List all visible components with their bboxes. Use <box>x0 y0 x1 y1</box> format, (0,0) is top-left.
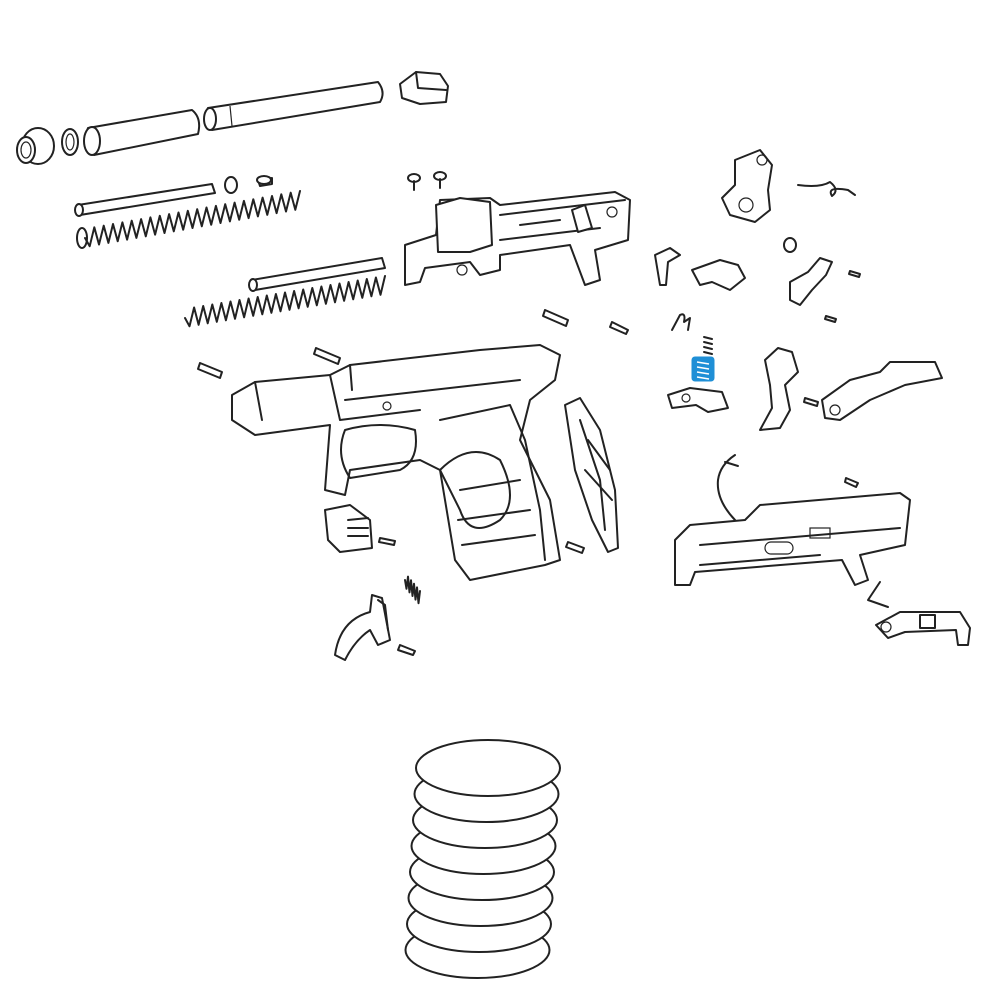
o-ring-part[interactable] <box>61 128 79 156</box>
torsion-spring-part[interactable] <box>671 313 691 331</box>
barrel-part[interactable] <box>203 81 384 131</box>
takedown-lever-part[interactable] <box>875 611 971 646</box>
guide-rod-upper[interactable] <box>74 183 216 217</box>
slide-insert-part[interactable] <box>404 191 631 286</box>
slide-stop-part[interactable] <box>821 361 943 421</box>
trigger-lever-part[interactable] <box>759 347 799 431</box>
rail-chassis-part[interactable] <box>674 492 911 586</box>
recoil-spring-upper[interactable] <box>76 190 301 249</box>
catch-spring-part[interactable] <box>404 575 421 605</box>
suppressor-tube-part[interactable] <box>83 109 201 156</box>
spring-icon[interactable] <box>691 336 715 382</box>
ejector-spring-part[interactable] <box>867 581 889 608</box>
wire-spring-part[interactable] <box>716 454 739 521</box>
small-pin-part[interactable] <box>803 270 861 488</box>
hammer-spring-part[interactable] <box>797 181 856 197</box>
chamber-block-part[interactable] <box>399 71 449 105</box>
grip-panel-part[interactable] <box>564 397 619 553</box>
pin-part[interactable] <box>256 175 273 187</box>
washer-part[interactable] <box>224 176 238 194</box>
lever-part[interactable] <box>789 257 833 306</box>
roll-pin-part[interactable] <box>197 309 629 656</box>
guide-rod-lower[interactable] <box>248 257 386 292</box>
hammer-part[interactable] <box>721 149 773 223</box>
coil-loop <box>415 739 561 797</box>
magazine-spring-part[interactable] <box>404 739 561 979</box>
frame-part[interactable] <box>231 344 561 581</box>
barrel-nut-part[interactable] <box>16 127 55 165</box>
detent-part[interactable] <box>783 237 797 253</box>
sear-part[interactable] <box>654 247 746 291</box>
trigger-bar-part[interactable] <box>667 387 729 413</box>
magazine-catch-part[interactable] <box>324 504 373 553</box>
trigger-part[interactable] <box>334 594 391 661</box>
recoil-spring-lower[interactable] <box>184 275 386 328</box>
screw-part[interactable] <box>407 171 447 191</box>
